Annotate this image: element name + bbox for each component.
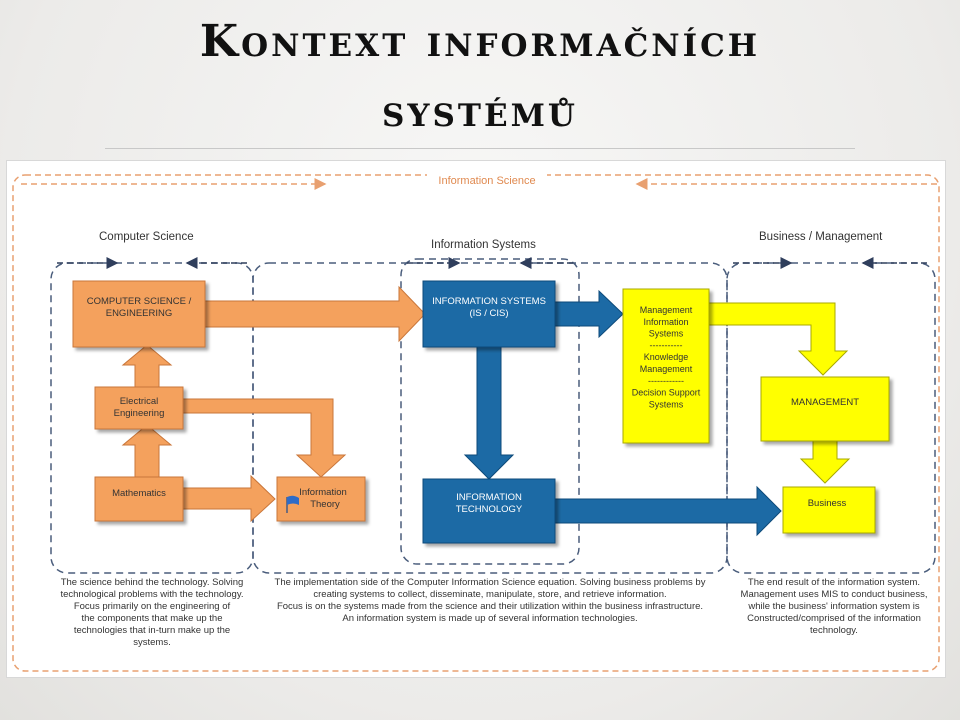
caption-line: while the business' information system i… — [748, 601, 920, 612]
caption-information-systems: The implementation side of the Computer … — [255, 577, 725, 625]
information-systems-label-1: INFORMATION SYSTEMS — [432, 296, 546, 307]
is-to-mis-arrow — [554, 289, 624, 339]
ee-to-cs-arrow — [121, 344, 173, 388]
business-management-label: Business / Management — [759, 231, 883, 243]
electrical-engineering-box — [94, 386, 184, 430]
management-label: MANAGEMENT — [791, 397, 859, 408]
information-systems-label-2: (IS / CIS) — [469, 308, 508, 319]
caption-line: An information system is made up of seve… — [342, 613, 638, 624]
slide-title-line-1: Kontext informačních — [199, 16, 761, 67]
caption-line: technologies that in-turn make up the — [73, 625, 231, 636]
caption-line: Constructed/comprised of the information — [747, 613, 921, 624]
diagram-svg: Information Science Computer Science Inf… — [12, 172, 940, 672]
cs-engineering-label-1: COMPUTER SCIENCE / — [87, 296, 192, 307]
caption-line: Management uses MIS to conduct business, — [740, 589, 928, 600]
information-theory-label-2: Theory — [310, 499, 340, 510]
mis-to-management-arrow — [708, 302, 849, 376]
management-to-business-arrow — [799, 440, 851, 484]
mis-stack-line: Decision Support — [632, 388, 701, 398]
caption-computer-science: The science behind the technology. Solvi… — [47, 577, 257, 649]
mis-stack-line: ------------ — [648, 376, 684, 386]
it-to-business-arrow — [554, 485, 782, 537]
cs-engineering-box — [72, 280, 206, 348]
business-label: Business — [808, 498, 847, 509]
mis-stack-line: Information — [643, 317, 688, 327]
information-technology-label-1: INFORMATION — [456, 492, 522, 503]
electrical-engineering-label-2: Engineering — [114, 408, 165, 419]
flag-icon — [286, 495, 299, 513]
computer-science-label: Computer Science — [99, 231, 194, 243]
caption-line: Focus is on the systems made from the sc… — [276, 601, 704, 612]
mis-stack-line: Systems — [649, 329, 684, 339]
caption-business: The end result of the information system… — [729, 577, 939, 637]
information-systems-label: Information Systems — [431, 239, 536, 251]
electrical-engineering-label-1: Electrical — [120, 396, 159, 407]
diagram-figure: Information Science Computer Science Inf… — [6, 160, 946, 678]
math-to-theory-arrow — [182, 474, 276, 523]
cs-engineering-label-2: ENGINEERING — [106, 308, 173, 319]
mis-stack-line: ----------- — [650, 340, 683, 350]
management-box — [760, 376, 890, 442]
caption-line: technological problems with the technolo… — [60, 589, 244, 600]
cs-to-is-arrow — [204, 285, 426, 343]
caption-line: technology. — [810, 625, 858, 636]
mis-stack-line: Systems — [649, 399, 684, 409]
information-technology-label-2: TECHNOLOGY — [456, 504, 523, 515]
caption-line: The end result of the information system… — [747, 577, 921, 588]
mis-stack-line: Management — [640, 364, 693, 374]
information-systems-box — [422, 280, 556, 348]
is-to-it-arrow — [463, 346, 515, 480]
business-zone — [726, 262, 936, 574]
caption-line: systems. — [133, 637, 171, 648]
caption-line: creating systems to collect, disseminate… — [313, 589, 667, 600]
information-technology-box — [422, 478, 556, 544]
mis-stack-lines: ManagementInformationSystems-----------K… — [632, 305, 701, 409]
ee-to-theory-arrow — [182, 398, 347, 478]
title-divider — [105, 148, 855, 149]
mathematics-box — [94, 476, 184, 522]
caption-line: The science behind the technology. Solvi… — [60, 577, 244, 588]
mis-stack-line: Knowledge — [644, 352, 689, 362]
mis-stack-line: Management — [640, 305, 693, 315]
information-systems-zone — [400, 258, 580, 565]
caption-line: the components that make up the — [81, 613, 223, 624]
math-to-ee-arrow — [121, 424, 173, 478]
top-label-bg — [427, 172, 547, 188]
slide-title-line-2: systémů — [382, 86, 578, 137]
information-theory-label-1: Information — [299, 487, 347, 498]
caption-line: The implementation side of the Computer … — [274, 577, 706, 588]
mis-stack-box — [622, 288, 710, 444]
business-box — [782, 486, 876, 534]
mathematics-label: Mathematics — [112, 488, 166, 499]
computer-science-zone — [50, 262, 254, 574]
caption-line: Focus primarily on the engineering of — [73, 601, 231, 612]
information-science-label: Information Science — [438, 175, 535, 187]
